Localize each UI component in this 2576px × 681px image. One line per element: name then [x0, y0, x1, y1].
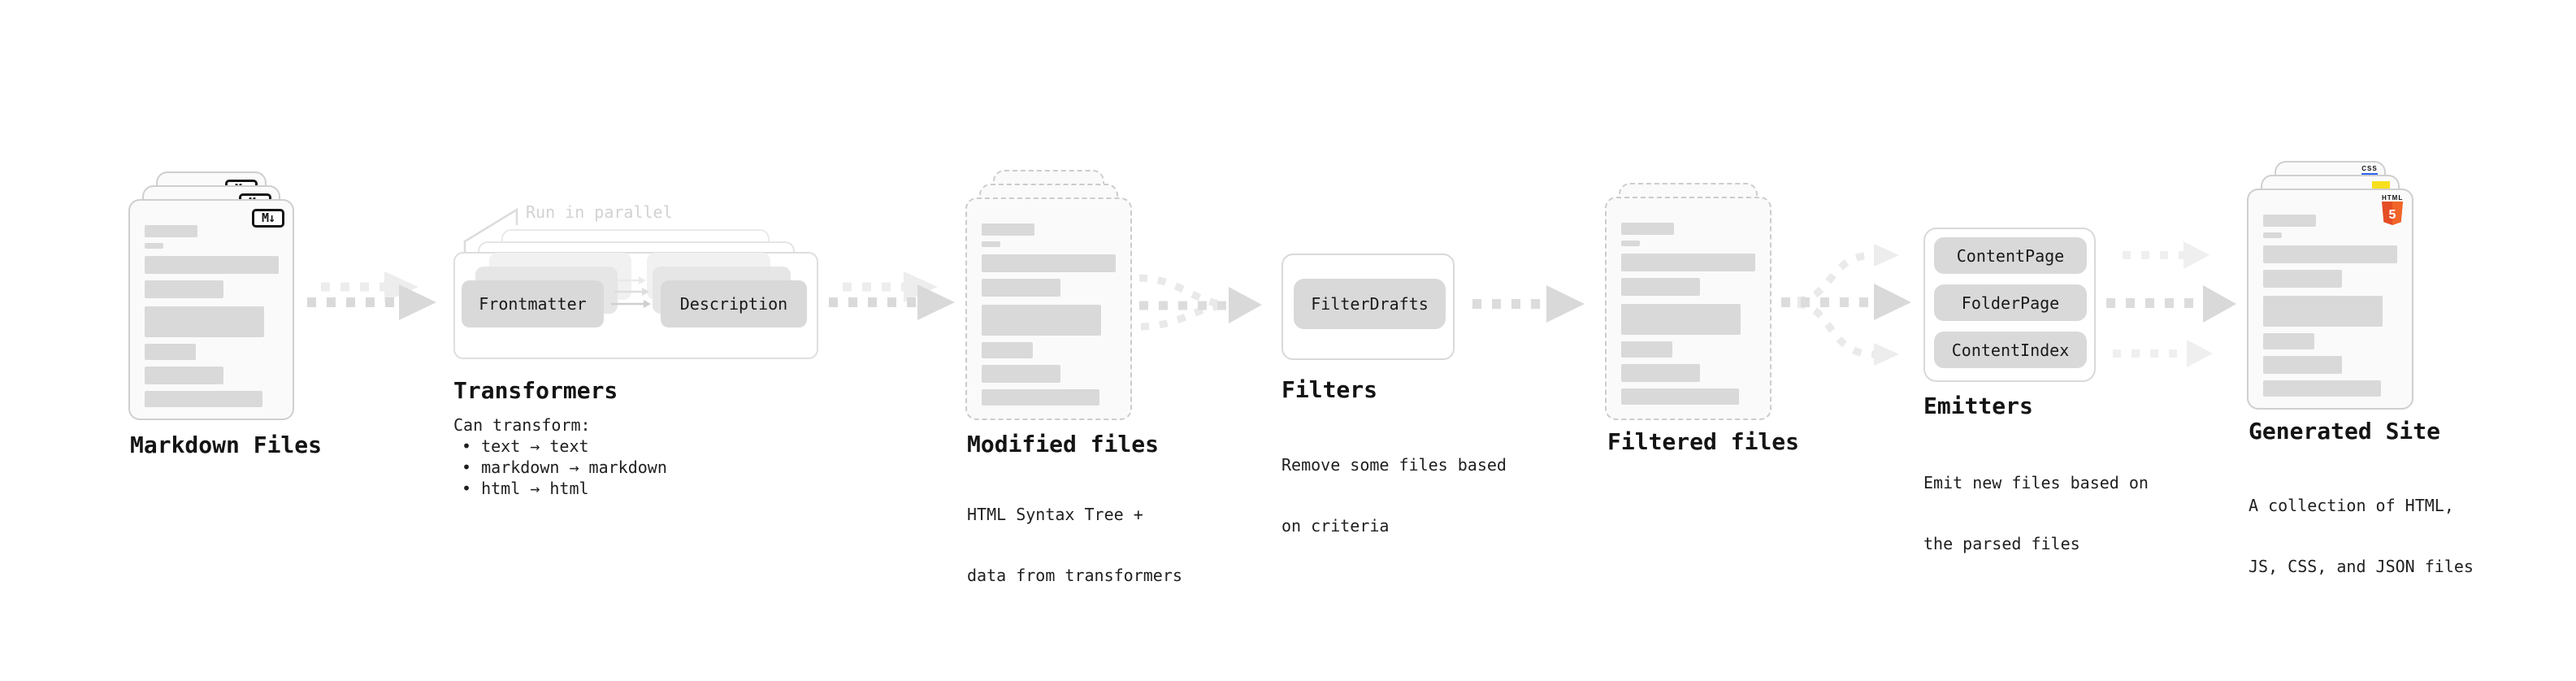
description-pill: Description	[661, 280, 807, 327]
arrow-modified-to-filters	[1138, 274, 1262, 331]
placeholder-text-bar	[2263, 245, 2397, 263]
modified-files-sublabel: HTML Syntax Tree + data from transformer…	[967, 505, 1182, 585]
arrow-transformers-to-modified-ghost	[843, 271, 938, 302]
emitter-pill-contentindex: ContentIndex	[1934, 332, 2087, 368]
svg-text:5: 5	[2389, 208, 2396, 222]
filters-label: Filters	[1281, 376, 1378, 403]
markdown-icon: M↓	[252, 209, 284, 228]
placeholder-text-bar	[2263, 296, 2383, 327]
arrow-markdown-to-transformers	[307, 284, 436, 320]
emitter-pill-contentpage: ContentPage	[1934, 237, 2087, 274]
placeholder-text-bar	[982, 365, 1060, 383]
placeholder-text-bar	[2263, 232, 2282, 238]
run-in-parallel-annotation: Run in parallel	[526, 202, 673, 222]
filtered-files-label: Filtered files	[1607, 428, 1800, 455]
arrow-emitters-to-generated-bottom	[2113, 340, 2213, 367]
placeholder-text-bar	[1621, 254, 1755, 271]
arrow-transformers-to-modified	[829, 284, 955, 320]
modified-files-label: Modified files	[967, 431, 1160, 458]
placeholder-text-bar	[982, 389, 1099, 406]
markdown-files-label: Markdown Files	[130, 432, 323, 458]
frontmatter-pill: Frontmatter	[462, 280, 604, 327]
placeholder-text-bar	[982, 254, 1116, 272]
placeholder-text-bar	[2263, 380, 2381, 397]
transformers-description-title: Can transform:	[453, 415, 591, 435]
arrow-markdown-to-transformers-ghost	[321, 271, 418, 302]
placeholder-text-bar	[1621, 223, 1674, 235]
placeholder-text-bar	[1621, 241, 1640, 246]
placeholder-text-bar	[1621, 278, 1700, 296]
placeholder-text-bar	[1621, 364, 1700, 382]
placeholder-text-bar	[145, 306, 264, 337]
placeholder-text-bar	[145, 367, 223, 384]
placeholder-text-bar	[2263, 356, 2342, 374]
html5-icon: HTML 5	[2382, 194, 2403, 229]
file-card-front: HTML 5	[2247, 189, 2413, 410]
placeholder-text-bar	[145, 225, 197, 237]
generated-site-label: Generated Site	[2249, 418, 2441, 445]
emitters-sublabel: Emit new files based on the parsed files	[1923, 473, 2149, 553]
transformers-bullet: • markdown → markdown	[462, 458, 667, 477]
placeholder-text-bar	[1621, 304, 1741, 335]
placeholder-text-bar	[982, 223, 1034, 236]
placeholder-text-bar	[2263, 270, 2342, 288]
arrow-filters-to-filtered	[1472, 285, 1585, 323]
placeholder-text-bar	[2263, 333, 2314, 349]
placeholder-text-bar	[145, 280, 223, 298]
transformers-label: Transformers	[453, 377, 618, 404]
transformers-bullet: • html → html	[462, 479, 589, 498]
placeholder-text-bar	[1621, 341, 1672, 358]
transformers-bullet: • text → text	[462, 436, 589, 456]
placeholder-text-bar	[982, 241, 1000, 247]
placeholder-text-bar	[145, 344, 196, 360]
filterdrafts-pill: FilterDrafts	[1294, 279, 1446, 329]
placeholder-text-bar	[145, 256, 279, 274]
arrow-emitters-to-generated-middle	[2106, 285, 2236, 323]
arrow-emitters-to-generated-top	[2123, 241, 2210, 269]
generated-site-sublabel: A collection of HTML, JS, CSS, and JSON …	[2249, 496, 2474, 576]
arrow-filtered-to-emitters	[1781, 244, 1911, 366]
file-card-front: M↓	[128, 199, 294, 420]
placeholder-text-bar	[982, 342, 1033, 358]
placeholder-text-bar	[982, 279, 1060, 297]
placeholder-text-bar	[1621, 388, 1739, 405]
emitter-pill-folderpage: FolderPage	[1934, 284, 2087, 321]
placeholder-text-bar	[145, 243, 163, 249]
file-card-front	[965, 197, 1132, 420]
file-card-front	[1605, 197, 1772, 420]
placeholder-text-bar	[145, 391, 262, 407]
emitters-label: Emitters	[1923, 393, 2033, 419]
placeholder-text-bar	[982, 305, 1101, 336]
filters-sublabel: Remove some files based on criteria	[1281, 455, 1507, 536]
placeholder-text-bar	[2263, 215, 2316, 227]
